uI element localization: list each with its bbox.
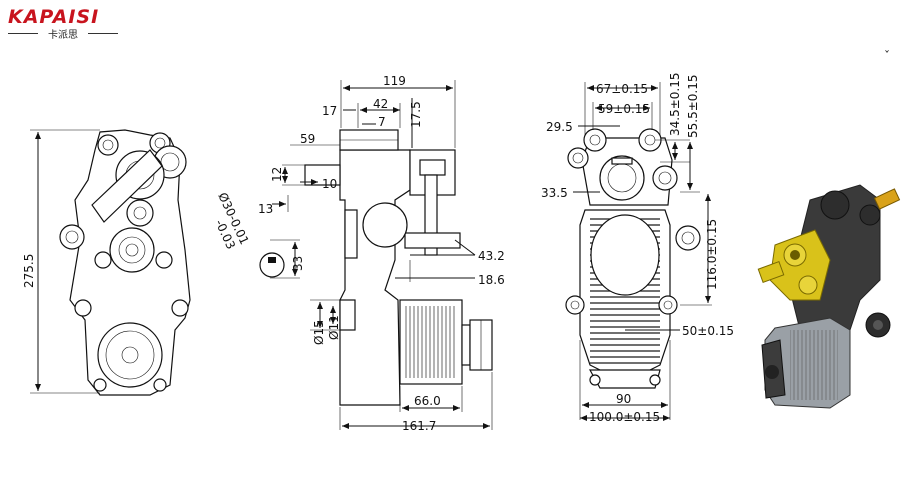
front-boss-left [59, 224, 85, 250]
gearbox-3d-render [757, 184, 901, 409]
rear-dim-33-5: 33.5 [541, 186, 568, 200]
front-motor-face [97, 322, 163, 388]
dim-10: 10 [322, 177, 337, 191]
rear-dim-50: 50±0.15 [682, 324, 734, 338]
dim-59: 59 [300, 132, 315, 146]
rear-view: 67±0.15 59±0.15 29.5 34.5±0.15 55.5±0.15… [541, 73, 734, 425]
front-lower-gear-housing [109, 227, 155, 273]
dim-66: 66.0 [414, 394, 441, 408]
rear-dim-116: 116.0±0.15 [705, 219, 719, 290]
rear-dim-67: 67±0.15 [596, 82, 648, 96]
dim-42: 42 [373, 97, 388, 111]
dim-7: 7 [378, 115, 386, 129]
rear-bearing-housing [599, 155, 645, 201]
dim-33: 33 [291, 256, 305, 271]
dim-161-7: 161.7 [402, 419, 436, 433]
rear-dim-59: 59±0.15 [598, 102, 650, 116]
front-height-label: 275.5 [22, 254, 36, 288]
dim-dia-11: Ø11 [327, 315, 341, 340]
dim-17-5: 17.5 [409, 101, 423, 128]
rear-dim-34-5: 34.5±0.15 [668, 73, 682, 137]
rear-cover-oval [590, 214, 660, 296]
dim-12: 12 [270, 167, 284, 182]
front-connecting-rod [91, 149, 163, 223]
dim-13: 13 [258, 202, 273, 216]
corner-mark: ˇ [884, 49, 890, 63]
render-yellow-fitting [873, 188, 901, 210]
rear-dim-29-5: 29.5 [546, 120, 573, 134]
front-mid-boss [126, 199, 154, 227]
dim-43-2: 43.2 [478, 249, 505, 263]
brand-logo: KAPAISI 卡派思 [8, 6, 118, 41]
side-crank-pin [404, 232, 461, 249]
side-gear-cover [362, 202, 408, 248]
rear-dim-55-5: 55.5±0.15 [686, 75, 700, 139]
side-view: 119 17 42 7 17.5 59 12 10 [212, 74, 504, 433]
rear-dim-100: 100.0±0.15 [589, 410, 660, 424]
side-shaft-section [259, 252, 285, 278]
rear-dim-90: 90 [616, 392, 631, 406]
dim-dia-15: Ø15 [312, 320, 326, 345]
front-boss-top-left [97, 134, 119, 156]
dim-17: 17 [322, 104, 337, 118]
brand-chinese-name: 卡派思 [8, 26, 118, 41]
brand-name: KAPAISI [8, 6, 100, 28]
dim-119: 119 [383, 74, 406, 88]
dim-18-6: 18.6 [478, 273, 505, 287]
side-shaft-seat [339, 299, 356, 331]
front-view: 275.5 [22, 129, 191, 396]
